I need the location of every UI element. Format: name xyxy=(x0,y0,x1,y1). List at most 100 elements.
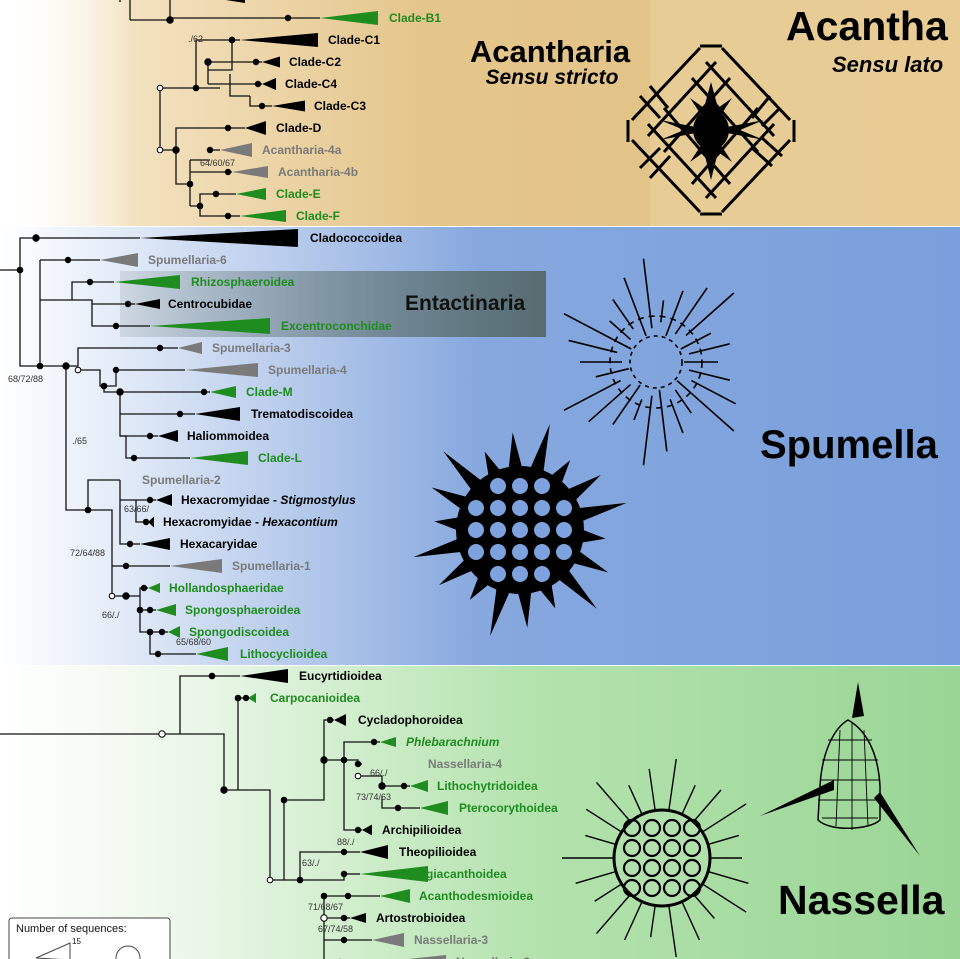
node-dot xyxy=(224,212,232,220)
node-dot xyxy=(344,892,352,900)
spine xyxy=(595,781,634,826)
pore xyxy=(662,878,682,898)
support-value: 64/60/67 xyxy=(200,158,235,168)
clade-rhizosphaeroidea: Rhizosphaeroidea xyxy=(86,275,295,289)
pore xyxy=(490,566,506,582)
pore xyxy=(662,838,682,858)
clade-label-text: Centrocubidae xyxy=(168,297,252,311)
clade-label-text: Rhizosphaeroidea xyxy=(191,275,295,289)
clade-label-text: Hexacaryidae xyxy=(180,537,258,551)
node-dot xyxy=(158,628,166,636)
spine xyxy=(595,890,634,935)
clade-label: Eucyrtidioidea xyxy=(299,669,382,683)
spine xyxy=(628,784,645,819)
spine xyxy=(680,332,712,350)
clade-label-text: Nassellaria-4 xyxy=(428,757,502,771)
spine xyxy=(612,384,641,426)
pore xyxy=(490,544,506,560)
spine xyxy=(434,516,462,532)
inner-ring xyxy=(629,335,683,389)
clade-excentroconchidae: Excentroconchidae xyxy=(112,318,392,334)
clade-label: Rhizosphaeroidea xyxy=(191,275,295,289)
clade-spumellaria-2: Spumellaria-2 xyxy=(142,473,221,487)
clade-eucyrtidioidea: Eucyrtidioidea xyxy=(208,669,382,683)
pore xyxy=(642,858,662,878)
entactinarian-illustration xyxy=(563,258,737,466)
clade-label: Trematodiscoidea xyxy=(251,407,353,421)
internal-node xyxy=(378,782,386,790)
clade-label: Cladococcoidea xyxy=(310,231,402,245)
collapsed-clade-triangle xyxy=(240,210,286,222)
clade-label-italic: Stigmostylus xyxy=(280,493,356,507)
collapsed-clade-triangle xyxy=(320,11,378,25)
clade-label: Hexacaryidae xyxy=(180,537,258,551)
clade-label: Clade-E xyxy=(276,187,321,201)
legend-circle xyxy=(115,945,141,959)
clade-label: Hollandosphaeridae xyxy=(169,581,284,595)
support-value: 88/./ xyxy=(337,837,355,847)
spine xyxy=(698,803,747,835)
tree-connector xyxy=(0,237,36,271)
spine xyxy=(443,451,484,493)
spine xyxy=(685,292,735,337)
pore xyxy=(622,838,642,858)
spine xyxy=(556,567,597,609)
clade-label-text: Nassellaria-2 xyxy=(456,955,530,959)
node-dot xyxy=(130,454,138,462)
spine xyxy=(691,379,737,405)
clade-label-text: Spumellaria-3 xyxy=(212,341,291,355)
legend-value: 15 xyxy=(72,937,81,946)
node-dot xyxy=(176,410,184,418)
clade-label-text: Carpocanioidea xyxy=(270,691,360,705)
clade-label: Spumellaria-6 xyxy=(148,253,227,267)
node-dot xyxy=(212,190,220,198)
clade-acanthodesmioidea: Acanthodesmioidea xyxy=(344,889,533,903)
node-dot xyxy=(122,562,130,570)
legend-box: Number of sequences: 15 xyxy=(8,917,171,959)
tree-connector xyxy=(40,281,90,301)
pore xyxy=(682,838,702,858)
spine xyxy=(623,277,647,337)
clade-label-text: Nassellaria-3 xyxy=(414,933,488,947)
clade-clade-c4: Clade-C4 xyxy=(254,77,337,91)
spine xyxy=(609,320,632,341)
clade-label: Acantharia-4a xyxy=(262,143,342,157)
pore xyxy=(682,818,702,838)
collapsed-clade-triangle xyxy=(168,626,180,638)
node-dot xyxy=(64,256,72,264)
node-dot xyxy=(156,344,164,352)
clade-label-text: Spongosphaeroidea xyxy=(185,603,301,617)
clade-label-text: Spumellaria-4 xyxy=(268,363,347,377)
spine xyxy=(698,881,747,913)
node-dot xyxy=(224,124,232,132)
shell xyxy=(612,808,712,908)
internal-node xyxy=(296,876,304,884)
spine xyxy=(623,897,645,941)
node-dot xyxy=(394,804,402,812)
pore xyxy=(534,566,550,582)
clade-label: Clade-C1 xyxy=(328,33,380,47)
pore xyxy=(490,500,506,516)
clade-label: Lithochytridoidea xyxy=(437,779,538,793)
spine xyxy=(704,869,749,885)
internal-node xyxy=(220,786,228,794)
clade-spongodiscoidea: Spongodiscoidea xyxy=(158,625,289,639)
clade-label-text: Lithochytridoidea xyxy=(437,779,538,793)
internal-node xyxy=(204,58,212,66)
support-value: 71/68/67 xyxy=(308,902,343,912)
spine xyxy=(568,339,618,354)
spine xyxy=(676,379,735,432)
node-dot xyxy=(208,672,216,680)
internal-node xyxy=(266,876,274,884)
clade-label: Archipilioidea xyxy=(382,823,462,837)
pore xyxy=(622,878,642,898)
spine xyxy=(585,808,626,835)
internal-node xyxy=(100,382,108,390)
clade-label-text: Cladococcoidea xyxy=(310,231,402,245)
acantharia-ss-subtitle: Sensu stricto xyxy=(485,66,618,89)
node-dot xyxy=(284,14,292,22)
node-dot xyxy=(340,870,348,878)
tree-connector xyxy=(120,435,134,459)
